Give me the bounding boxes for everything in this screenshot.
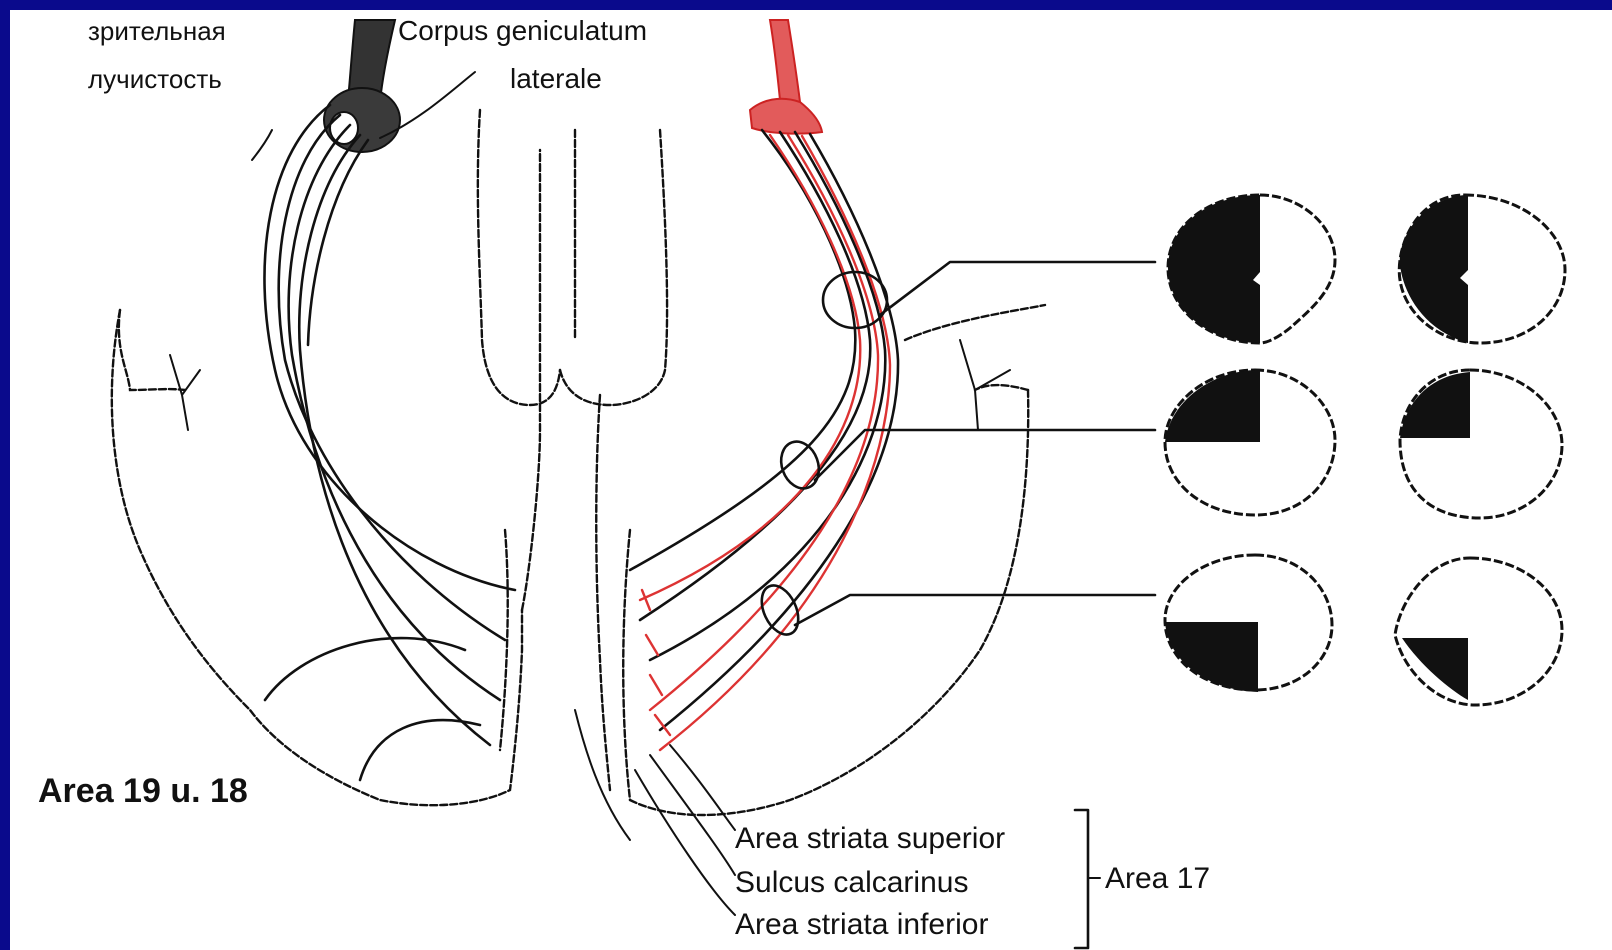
area-19-18-label: Area 19 u. 18 — [38, 772, 248, 810]
right-geniculate-body — [750, 99, 822, 134]
field-row-3-left-eye — [1165, 555, 1332, 692]
right-optic-radiation — [630, 20, 898, 750]
left-lobe-inner-curves — [265, 530, 508, 780]
field-row-3-right-eye — [1395, 558, 1562, 705]
field-row-2-right-eye — [1400, 370, 1562, 518]
lateral-geniculate-label-line1: Corpus geniculatum — [398, 15, 647, 46]
visual-pathway-diagram: зрительная лучистость Corpus geniculatum… — [10, 10, 1612, 950]
field-row-2-left-eye — [1165, 370, 1335, 515]
optic-radiation-label-line2: лучистость — [88, 64, 222, 94]
field-row-1-left-eye — [1168, 195, 1335, 343]
area-striata-inferior-label: Area striata inferior — [735, 908, 988, 941]
slide-canvas: зрительная лучистость Corpus geniculatum… — [10, 10, 1612, 950]
visual-field-defects — [1165, 195, 1565, 705]
area-17-label: Area 17 — [1105, 862, 1210, 895]
sulcus-calcarinus-label: Sulcus calcarinus — [735, 866, 968, 899]
optic-radiation-label-line1: зрительная — [88, 16, 226, 46]
field-row-1-right-eye — [1399, 195, 1565, 343]
central-structure-outline — [478, 110, 667, 840]
right-occipital-lobe-outline — [623, 305, 1045, 815]
left-optic-radiation — [252, 20, 515, 745]
lesion-marker-2 — [775, 436, 825, 493]
area-striata-superior-label: Area striata superior — [735, 822, 1005, 855]
leader-lines — [795, 262, 1155, 625]
lateral-geniculate-label-line2: laterale — [510, 63, 602, 94]
